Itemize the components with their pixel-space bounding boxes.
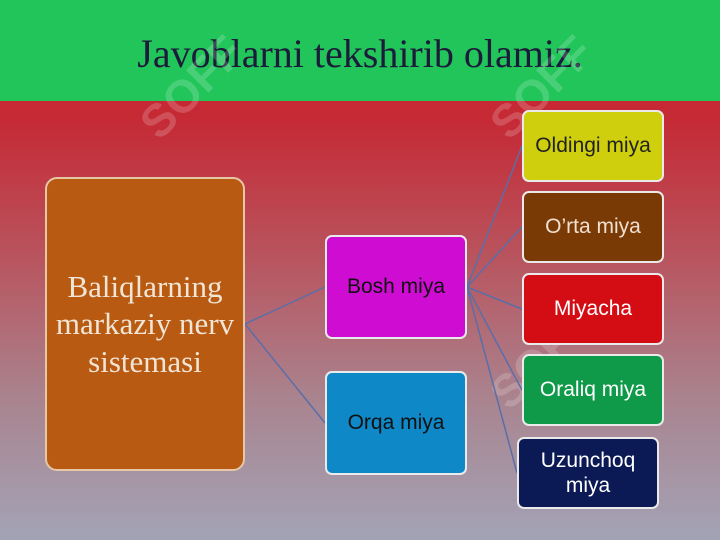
slide-title: Javoblarni tekshirib olamiz.	[137, 31, 583, 76]
root-node: Baliqlarning markaziy nerv sistemasi	[45, 177, 245, 471]
title-bar	[0, 0, 720, 101]
leaf-node-label: Oldingi miya	[535, 134, 651, 158]
connector-root-bosh	[244, 286, 326, 325]
connector-bosh-uzunchoq	[466, 286, 518, 474]
leaf-node-miyacha: Miyacha	[522, 273, 664, 345]
connector-bosh-orta	[466, 226, 523, 288]
branch-node-orqa-miya: Orqa miya	[325, 371, 467, 475]
leaf-node-orta-miya: O’rta miya	[522, 191, 664, 263]
leaf-node-oraliq-miya: Oraliq miya	[522, 354, 664, 426]
connector-bosh-oraliq	[466, 286, 523, 391]
leaf-node-label: Uzunchoq miya	[540, 448, 636, 497]
branch-node-label: Bosh miya	[346, 275, 446, 299]
branch-node-label: Orqa miya	[347, 411, 445, 435]
connector-bosh-miyacha	[466, 286, 523, 310]
connector-bosh-oldingi	[466, 145, 523, 288]
leaf-node-uzunchoq-miya: Uzunchoq miya	[517, 437, 659, 509]
connector-root-orqa	[244, 323, 326, 424]
leaf-node-label: Oraliq miya	[539, 378, 647, 402]
branch-node-bosh-miya: Bosh miya	[325, 235, 467, 339]
leaf-node-label: O’rta miya	[545, 215, 641, 239]
leaf-node-oldingi-miya: Oldingi miya	[522, 110, 664, 182]
root-node-label: Baliqlarning markaziy nerv sistemasi	[55, 269, 235, 379]
leaf-node-label: Miyacha	[553, 297, 633, 321]
